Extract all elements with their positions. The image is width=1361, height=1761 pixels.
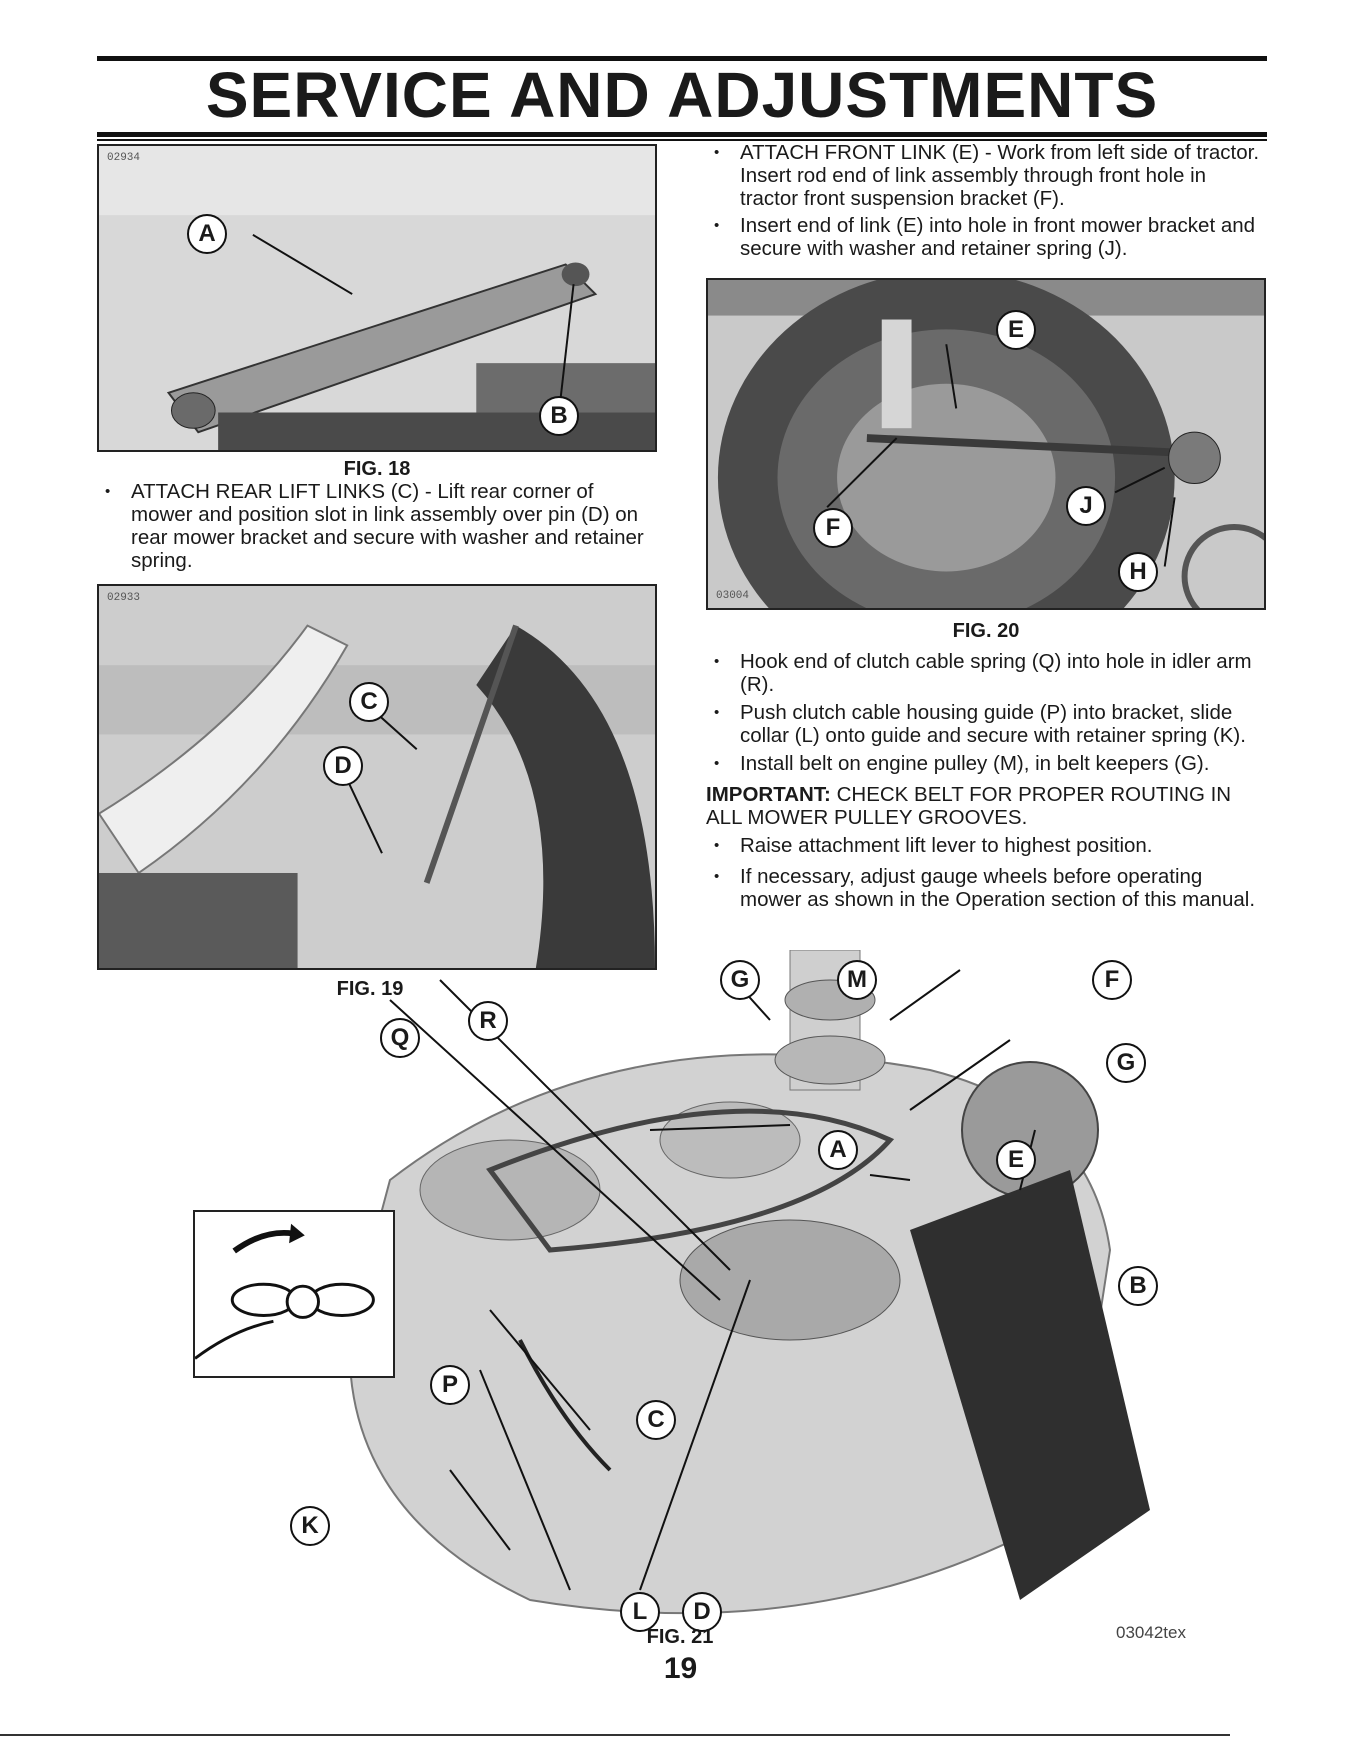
callout-c-fig21: C (636, 1400, 676, 1440)
figure-21-id: 03042tex (1116, 1623, 1186, 1642)
step-install-belt: Install belt on engine pulley (M), in be… (706, 752, 1266, 775)
callout-b: B (539, 396, 579, 436)
step-insert-link: Insert end of link (E) into hole in fron… (706, 214, 1266, 260)
callout-a-fig21: A (818, 1130, 858, 1170)
figure-19-caption: FIG. 19 (336, 978, 404, 1000)
figure-20-photo: 03004 E F J H (706, 278, 1266, 610)
callout-d-fig21: D (682, 1592, 722, 1632)
callout-k: K (290, 1506, 330, 1546)
callout-c: C (349, 682, 389, 722)
figure-21-caption: FIG. 21 (646, 1626, 714, 1648)
callout-b-fig21: B (1118, 1266, 1158, 1306)
step-hook-spring: Hook end of clutch cable spring (Q) into… (706, 650, 1266, 696)
page-title: SERVICE AND ADJUSTMENTS (205, 59, 1159, 131)
figure-18-caption: FIG. 18 (343, 458, 411, 480)
page-number: 19 (663, 1652, 698, 1685)
bottom-rule (0, 1734, 1230, 1736)
figure-18-photo: 02934 A B (97, 144, 657, 452)
figure-18-illustration (99, 146, 655, 450)
callout-h: H (1118, 552, 1158, 592)
figure-19-id: 02933 (107, 592, 141, 604)
retainer-spring-drawing (195, 1223, 375, 1360)
figure-20-caption: FIG. 20 (952, 620, 1020, 642)
figure-20-illustration (708, 280, 1264, 608)
callout-e-fig21: E (996, 1140, 1036, 1180)
important-note: IMPORTANT: CHECK BELT FOR PROPER ROUTING… (706, 783, 1266, 829)
callout-g-right: G (1106, 1043, 1146, 1083)
callout-e: E (996, 310, 1036, 350)
callout-l: L (620, 1592, 660, 1632)
top-rule-thick (97, 56, 1267, 61)
callout-f: F (813, 508, 853, 548)
title-rule-thick (97, 132, 1267, 137)
figure-19-photo: 02933 C D (97, 584, 657, 970)
callout-j: J (1066, 486, 1106, 526)
callout-d: D (323, 746, 363, 786)
figure-18-id: 02934 (107, 152, 141, 164)
step-rear-lift-links: ATTACH REAR LIFT LINKS (C) - Lift rear c… (97, 480, 657, 572)
important-text: CHECK BELT FOR PROPER ROUTING IN ALL MOW… (706, 783, 1232, 829)
step-gauge-wheels: If necessary, adjust gauge wheels before… (706, 865, 1266, 911)
callout-q: Q (380, 1018, 420, 1058)
figure-21-drawing (348, 950, 1150, 1615)
step-raise-lever: Raise attachment lift lever to highest p… (706, 834, 1266, 857)
callout-r: R (468, 1001, 508, 1041)
step-attach-front-link: ATTACH FRONT LINK (E) - Work from left s… (706, 141, 1266, 210)
retainer-spring-inset (193, 1210, 395, 1378)
callout-f-fig21: F (1092, 960, 1132, 1000)
callout-m: M (837, 960, 877, 1000)
figure-21-illustration (190, 950, 1210, 1640)
important-label: IMPORTANT: (706, 783, 831, 806)
step-push-guide: Push clutch cable housing guide (P) into… (706, 701, 1266, 747)
title-rule-thin (97, 139, 1267, 141)
figure-20-id: 03004 (716, 590, 750, 602)
callout-g-top: G (720, 960, 760, 1000)
callout-a: A (187, 214, 227, 254)
callout-p: P (430, 1365, 470, 1405)
figure-19-illustration (99, 586, 655, 968)
